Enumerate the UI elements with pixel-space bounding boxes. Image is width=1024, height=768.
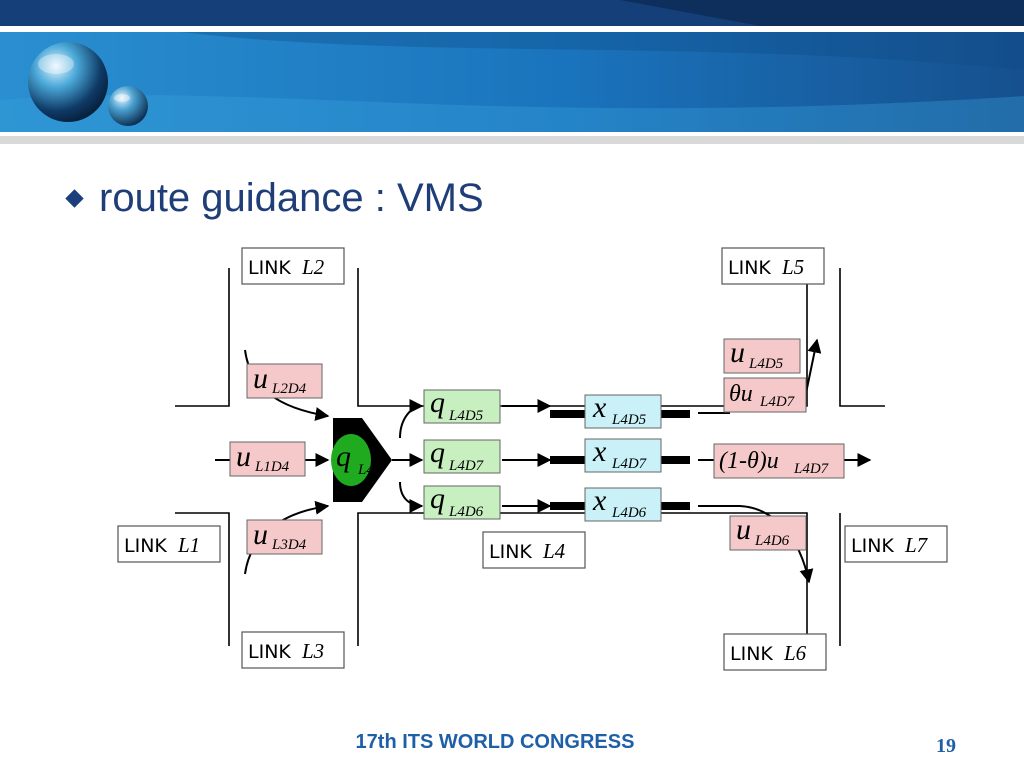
svg-text:q: q <box>430 386 445 419</box>
svg-text:q: q <box>430 482 445 515</box>
svg-text:u: u <box>253 362 268 395</box>
queue-box-q-l4d5: q L4D5 <box>423 386 501 424</box>
svg-text:L2D4: L2D4 <box>271 381 307 397</box>
svg-text:LINK: LINK <box>248 641 291 663</box>
svg-text:x: x <box>592 435 607 468</box>
link-label-l3: LINK L3 <box>241 631 345 669</box>
svg-text:u: u <box>253 518 268 551</box>
svg-text:L2: L2 <box>301 255 325 279</box>
svg-text:u: u <box>730 336 745 369</box>
svg-text:LINK: LINK <box>728 257 771 279</box>
bullet-point: route guidance : VMS <box>62 168 484 228</box>
svg-text:L4D6: L4D6 <box>754 533 790 549</box>
inflow-box-u-l3d4: u L3D4 <box>246 518 323 555</box>
state-box-x-l4d6: x L4D6 <box>584 484 662 522</box>
svg-text:q: q <box>336 440 351 473</box>
svg-text:L4D6: L4D6 <box>448 504 484 520</box>
svg-text:L4D6: L4D6 <box>611 505 647 521</box>
link-label-l4: LINK L4 <box>482 531 586 569</box>
svg-text:L4D5: L4D5 <box>611 412 647 428</box>
svg-text:L6: L6 <box>783 641 807 665</box>
svg-text:L4: L4 <box>357 462 374 478</box>
svg-text:LINK: LINK <box>124 535 167 557</box>
svg-text:L4D5: L4D5 <box>448 408 484 424</box>
svg-text:L4: L4 <box>542 539 566 563</box>
state-box-x-l4d5: x L4D5 <box>584 391 662 429</box>
bullet-text: route guidance : VMS <box>99 175 484 220</box>
svg-text:q: q <box>430 436 445 469</box>
footer-title: 17th ITS WORLD CONGRESS <box>355 731 635 753</box>
svg-text:x: x <box>592 391 607 424</box>
queue-box-q-l4d7: q L4D7 <box>423 436 501 474</box>
outflow-box-one-minus-theta-u-l4d7: (1-θ)u L4D7 <box>713 443 845 479</box>
queue-box-q-l4d6: q L4D6 <box>423 482 501 520</box>
svg-text:L1: L1 <box>177 533 200 557</box>
svg-text:u: u <box>736 513 751 546</box>
header-banner <box>0 0 1024 144</box>
svg-text:L3: L3 <box>301 639 324 663</box>
link-label-l1: LINK L1 <box>117 525 221 563</box>
merge-node-q-l4: q L4 <box>331 418 392 502</box>
svg-text:θu: θu <box>729 381 753 407</box>
svg-text:L4D7: L4D7 <box>611 456 648 472</box>
svg-text:LINK: LINK <box>489 541 532 563</box>
svg-text:L5: L5 <box>781 255 804 279</box>
inflow-box-u-l2d4: u L2D4 <box>246 362 323 399</box>
state-box-x-l4d7: x L4D7 <box>584 435 662 473</box>
link-label-l6: LINK L6 <box>723 633 827 671</box>
svg-text:LINK: LINK <box>851 535 894 557</box>
svg-text:L4D5: L4D5 <box>748 356 784 372</box>
svg-text:LINK: LINK <box>248 257 291 279</box>
outflow-box-theta-u-l4d7: θu L4D7 <box>723 377 807 413</box>
svg-text:u: u <box>236 440 251 473</box>
svg-text:L7: L7 <box>904 533 929 557</box>
svg-text:L3D4: L3D4 <box>271 537 307 553</box>
svg-text:(1-θ)u: (1-θ)u <box>719 448 779 474</box>
diamond-bullet-icon <box>65 188 84 208</box>
link-label-l2: LINK L2 <box>241 247 345 285</box>
page-number: 19 <box>936 735 956 757</box>
svg-text:L4D7: L4D7 <box>448 458 485 474</box>
svg-text:LINK: LINK <box>730 643 773 665</box>
logo-spheres <box>28 42 148 126</box>
svg-text:L4D7: L4D7 <box>793 461 830 477</box>
outflow-box-u-l4d6: u L4D6 <box>729 513 807 551</box>
network-diagram: LINK L2 LINK L5 LINK L1 LINK L4 LINK L7 … <box>117 247 948 671</box>
link-label-l5: LINK L5 <box>721 247 825 285</box>
svg-text:L4D7: L4D7 <box>759 394 796 410</box>
svg-text:L1D4: L1D4 <box>254 459 290 475</box>
outflow-box-u-l4d5: u L4D5 <box>723 336 801 374</box>
inflow-box-u-l1d4: u L1D4 <box>229 440 306 477</box>
link-label-l7: LINK L7 <box>844 525 948 563</box>
svg-text:x: x <box>592 484 607 517</box>
